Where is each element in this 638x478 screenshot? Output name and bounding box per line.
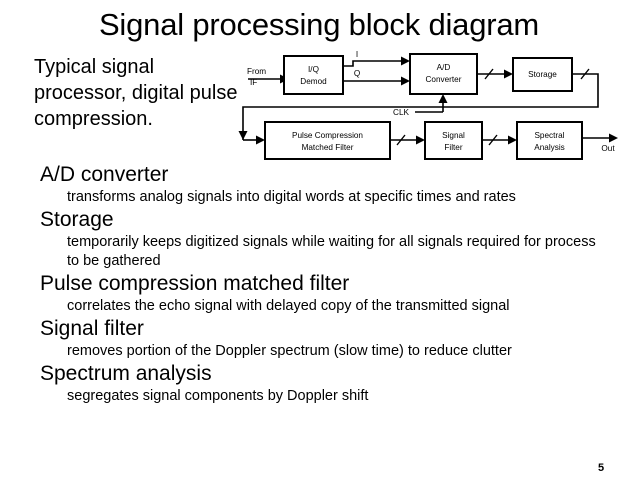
clock-label: CLK (393, 108, 409, 117)
block-storage (512, 57, 573, 92)
outline-item-heading: Signal filter (40, 317, 144, 340)
block-pulse-compression (264, 121, 391, 160)
outline-item-heading: Pulse compression matched filter (40, 272, 350, 295)
signal-label-i: I (356, 50, 358, 59)
block-signal-filter-label-2: Filter (444, 143, 462, 152)
block-iq-demod-label-1: I/Q (308, 65, 319, 74)
outline-item-detail: correlates the echo signal with delayed … (67, 298, 510, 314)
block-diagram: From IF I/Q Demod I Q A/D Converter CLK (236, 50, 636, 170)
block-storage-label: Storage (528, 70, 557, 79)
outline-item-heading: Spectrum analysis (40, 362, 212, 385)
block-spectral-analysis-label-1: Spectral (534, 131, 564, 140)
outline-item-heading: Storage (40, 208, 114, 231)
input-label-if: IF (250, 78, 257, 87)
output-label-out: Out (601, 144, 615, 153)
block-pulse-compression-label-1: Pulse Compression (292, 131, 363, 140)
block-spectral-analysis-label-2: Analysis (534, 143, 565, 152)
block-ad-converter-label-2: Converter (426, 75, 462, 84)
outline-list: A/D converter transforms analog signals … (40, 162, 608, 406)
outline-item-detail: removes portion of the Doppler spectrum … (67, 343, 512, 359)
input-label-from: From (247, 67, 266, 76)
block-signal-filter-label-1: Signal (442, 131, 465, 140)
block-iq-demod-label-2: Demod (300, 77, 327, 86)
block-signal-filter (424, 121, 483, 160)
outline-item-detail: transforms analog signals into digital w… (67, 189, 516, 205)
intro-paragraph: Typical signal processor, digital pulse … (34, 56, 238, 130)
block-pulse-compression-label-2: Matched Filter (302, 143, 354, 152)
page-number: 5 (598, 462, 605, 474)
outline-item-heading: A/D converter (40, 163, 169, 186)
page-title: Signal processing block diagram (98, 7, 540, 42)
block-ad-converter-label-1: A/D (437, 63, 451, 72)
outline-item-detail: temporarily keeps digitized signals whil… (67, 234, 596, 269)
outline-item-detail: segregates signal components by Doppler … (67, 388, 369, 404)
block-spectral-analysis (516, 121, 583, 160)
signal-label-q: Q (354, 69, 360, 78)
block-iq-demod (283, 55, 344, 95)
block-ad-converter (409, 53, 478, 95)
